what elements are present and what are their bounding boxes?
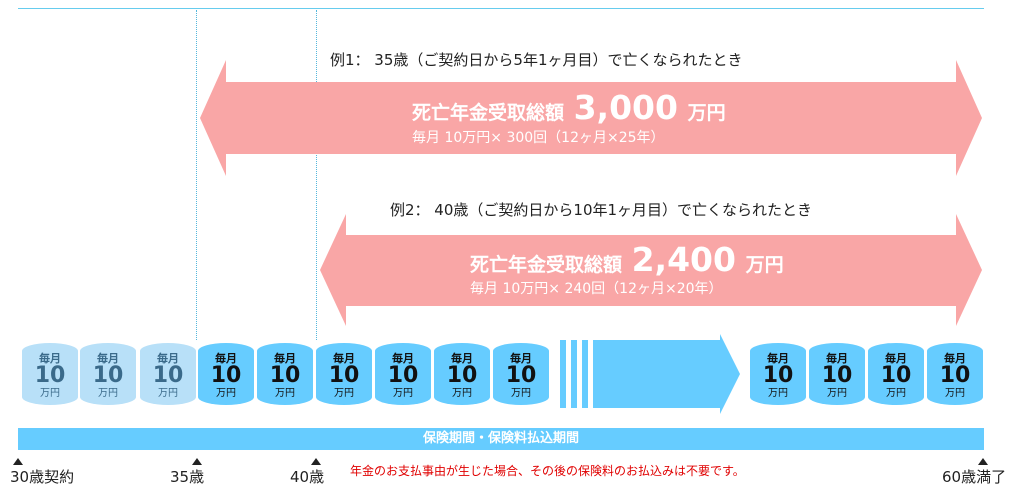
example2-title: 例2： 40歳（ご契約日から10年1ヶ月目）で亡くなられたとき: [390, 201, 813, 219]
can-label-monthly: 毎月: [767, 352, 789, 365]
continuation-stripes: [560, 340, 599, 408]
example2-total-prefix: 死亡年金受取総額: [470, 254, 623, 276]
can-label-monthly: 毎月: [510, 352, 532, 365]
can-label-amount: 10: [880, 363, 912, 388]
example2-total: 死亡年金受取総額 2,400 万円: [470, 240, 784, 279]
can-label-unit: 万円: [768, 388, 788, 399]
can-label-amount: 10: [762, 363, 794, 388]
can-label-unit: 万円: [827, 388, 847, 399]
guide-line-35: [196, 10, 197, 340]
example1-total-amount: 3,000: [573, 88, 678, 127]
can-label-unit: 万円: [275, 388, 295, 399]
top-rule: [18, 8, 984, 9]
continuation-arrow: [598, 334, 740, 414]
can-label-unit: 万円: [334, 388, 354, 399]
can-label-unit: 万円: [452, 388, 472, 399]
can-label-unit: 万円: [216, 388, 236, 399]
example1-total: 死亡年金受取総額 3,000 万円: [412, 88, 726, 127]
tick-label-end: 60歳満了: [942, 468, 1007, 486]
tick-marker-40: [311, 458, 321, 465]
can-label-monthly: 毎月: [885, 352, 907, 365]
can-label-amount: 10: [821, 363, 853, 388]
example1-title: 例1： 35歳（ご契約日から5年1ヶ月目）で亡くなられたとき: [330, 51, 743, 69]
can-label-amount: 10: [210, 363, 242, 388]
can-label-monthly: 毎月: [392, 352, 414, 365]
tick-label-40: 40歳: [290, 468, 325, 486]
can-label-monthly: 毎月: [157, 352, 179, 365]
tick-label-35: 35歳: [170, 468, 205, 486]
example1-arrow: [200, 60, 982, 176]
example1-breakdown: 毎月 10万円× 300回（12ヶ月×25年）: [412, 130, 665, 146]
can-label-unit: 万円: [511, 388, 531, 399]
can-label-unit: 万円: [393, 388, 413, 399]
tick-marker-end: [978, 458, 988, 465]
can-label-monthly: 毎月: [274, 352, 296, 365]
guide-line-40: [316, 10, 317, 340]
can-label-amount: 10: [34, 363, 66, 388]
can-label-monthly: 毎月: [97, 352, 119, 365]
example2-total-unit: 万円: [745, 254, 784, 276]
can-label-unit: 万円: [886, 388, 906, 399]
can-label-amount: 10: [269, 363, 301, 388]
can-label-monthly: 毎月: [451, 352, 473, 365]
can-label-monthly: 毎月: [944, 352, 966, 365]
can-label-unit: 万円: [98, 388, 118, 399]
can-label-monthly: 毎月: [333, 352, 355, 365]
example1-total-unit: 万円: [687, 102, 726, 124]
can-label-amount: 10: [152, 363, 184, 388]
tick-label-start: 30歳契約: [10, 468, 75, 486]
can-label-amount: 10: [328, 363, 360, 388]
example2-total-amount: 2,400: [631, 240, 736, 279]
can-label-monthly: 毎月: [39, 352, 61, 365]
can-label-monthly: 毎月: [215, 352, 237, 365]
example1-total-prefix: 死亡年金受取総額: [412, 102, 565, 124]
can-label-amount: 10: [505, 363, 537, 388]
can-label-amount: 10: [939, 363, 971, 388]
can-label-unit: 万円: [40, 388, 60, 399]
can-label-amount: 10: [387, 363, 419, 388]
can-label-monthly: 毎月: [826, 352, 848, 365]
tick-marker-start: [13, 458, 23, 465]
example2-breakdown: 毎月 10万円× 240回（12ヶ月×20年）: [470, 281, 723, 297]
tick-marker-35: [192, 458, 202, 465]
can-label-unit: 万円: [945, 388, 965, 399]
note-text: 年金のお支払事由が生じた場合、その後の保険料のお払込みは不要です。: [350, 464, 745, 478]
example2-arrow: [320, 214, 982, 326]
can-label-amount: 10: [446, 363, 478, 388]
period-bar: 保険期間・保険料払込期間: [18, 428, 984, 450]
can-label-unit: 万円: [158, 388, 178, 399]
can-label-amount: 10: [92, 363, 124, 388]
